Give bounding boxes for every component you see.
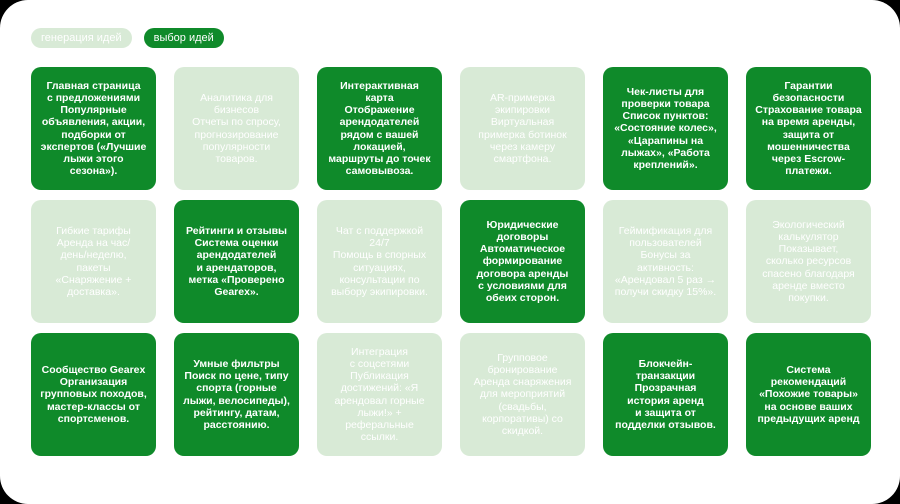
- idea-card-text: Аналитика для бизнесов Отчеты по спросу,…: [192, 91, 281, 165]
- idea-card-community[interactable]: Сообщество Gearex Организация групповых …: [31, 333, 156, 456]
- tab-idea-selection[interactable]: выбор идей: [143, 28, 224, 48]
- idea-card-eco-calculator[interactable]: Экологический калькулятор Показывает, ск…: [746, 200, 871, 323]
- idea-card-safety-guarantees[interactable]: Гарантии безопасности Страхование товара…: [746, 67, 871, 190]
- idea-card-checklists[interactable]: Чек-листы для проверки товара Список пун…: [603, 67, 728, 190]
- idea-card-text: Геймификация для пользователей Бонусы за…: [614, 224, 717, 298]
- idea-card-gamification[interactable]: Геймификация для пользователей Бонусы за…: [603, 200, 728, 323]
- idea-cards-grid: Главная страница с предложениями Популяр…: [31, 67, 871, 456]
- idea-card-text: Гибкие тарифы Аренда на час/ день/неделю…: [55, 224, 132, 298]
- idea-card-ratings-reviews[interactable]: Рейтинги и отзывы Система оценки арендод…: [174, 200, 299, 323]
- idea-card-text: Юридические договоры Автоматическое форм…: [476, 218, 569, 304]
- idea-card-main-page[interactable]: Главная страница с предложениями Популяр…: [31, 67, 156, 190]
- idea-card-text: Чат с поддержкой 24/7 Помощь в спорных с…: [331, 224, 428, 298]
- tab-idea-generation[interactable]: генерация идей: [31, 28, 132, 48]
- idea-card-text: Главная страница с предложениями Популяр…: [40, 79, 147, 178]
- idea-card-business-analytics[interactable]: Аналитика для бизнесов Отчеты по спросу,…: [174, 67, 299, 190]
- idea-card-smart-filters[interactable]: Умные фильтры Поиск по цене, типу спорта…: [174, 333, 299, 456]
- idea-card-blockchain[interactable]: Блокчейн- транзакции Прозрачная история …: [603, 333, 728, 456]
- idea-card-text: Экологический калькулятор Показывает, ск…: [762, 218, 855, 304]
- idea-card-group-booking[interactable]: Групповое бронирование Аренда снаряжения…: [460, 333, 585, 456]
- idea-card-flexible-tariffs[interactable]: Гибкие тарифы Аренда на час/ день/неделю…: [31, 200, 156, 323]
- idea-card-text: Гарантии безопасности Страхование товара…: [755, 79, 862, 178]
- idea-card-recommendations[interactable]: Система рекомендаций «Похожие товары» на…: [746, 333, 871, 456]
- idea-card-text: Чек-листы для проверки товара Список пун…: [614, 85, 717, 171]
- idea-card-text: Групповое бронирование Аренда снаряжения…: [473, 351, 572, 437]
- tab-bar: генерация идей выбор идей: [31, 28, 224, 48]
- idea-card-text: Блокчейн- транзакции Прозрачная история …: [615, 357, 716, 431]
- idea-card-text: Система рекомендаций «Похожие товары» на…: [757, 364, 860, 425]
- idea-card-text: Сообщество Gearex Организация групповых …: [40, 364, 147, 425]
- idea-card-text: AR-примерка экипировки Виртуальная приме…: [478, 91, 567, 165]
- idea-card-ar-fitting[interactable]: AR-примерка экипировки Виртуальная приме…: [460, 67, 585, 190]
- idea-card-text: Рейтинги и отзывы Система оценки арендод…: [186, 224, 287, 298]
- idea-card-support-chat[interactable]: Чат с поддержкой 24/7 Помощь в спорных с…: [317, 200, 442, 323]
- idea-card-legal-contracts[interactable]: Юридические договоры Автоматическое форм…: [460, 200, 585, 323]
- idea-card-social-integration[interactable]: Интеграция с соцсетями Публикация достиж…: [317, 333, 442, 456]
- idea-card-text: Интерактивная карта Отображение арендода…: [328, 79, 431, 178]
- idea-card-interactive-map[interactable]: Интерактивная карта Отображение арендода…: [317, 67, 442, 190]
- idea-card-text: Интеграция с соцсетями Публикация достиж…: [334, 345, 425, 444]
- idea-card-text: Умные фильтры Поиск по цене, типу спорта…: [183, 357, 290, 431]
